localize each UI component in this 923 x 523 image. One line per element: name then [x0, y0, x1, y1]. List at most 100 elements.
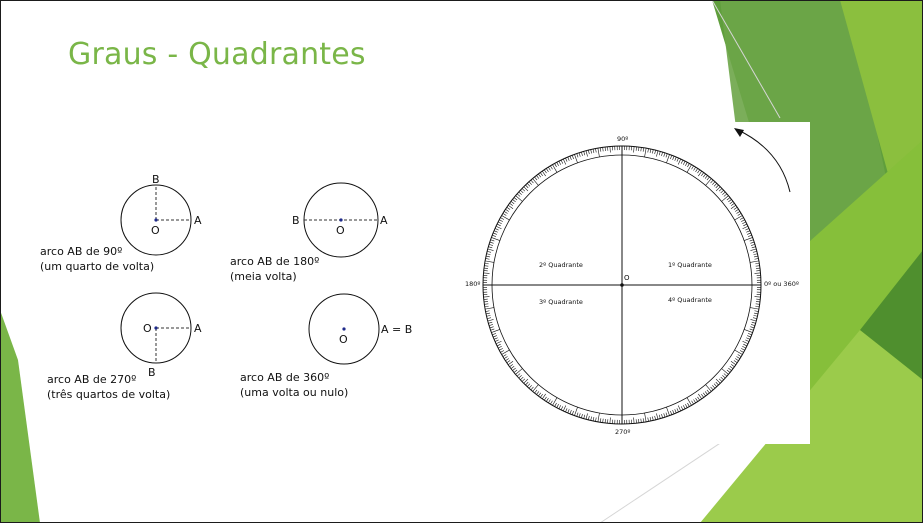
degree-tick: [672, 156, 675, 160]
degree-tick: [583, 151, 586, 156]
degree-tick: [552, 164, 558, 173]
degree-tick: [521, 188, 526, 192]
degree-tick: [730, 361, 737, 365]
degree-tick: [680, 159, 684, 164]
degree-tick: [485, 260, 495, 263]
degree-tick: [739, 217, 744, 220]
point-b-label: B: [292, 214, 300, 227]
degree-tick: [496, 343, 501, 347]
caption-90: arco AB de 90º (um quarto de volta): [40, 244, 154, 274]
degree-tick: [520, 189, 524, 194]
degree-tick: [731, 203, 735, 206]
degree-tick: [649, 148, 652, 154]
degree-tick: [751, 244, 756, 246]
degree-tick: [747, 232, 751, 235]
degree-tick: [647, 148, 649, 153]
degree-tick: [510, 366, 515, 369]
degree-tick: [485, 312, 491, 315]
degree-tick: [640, 147, 642, 152]
degree-tick: [488, 246, 493, 249]
degree-tick: [597, 412, 600, 422]
degree-tick: [654, 150, 656, 155]
degree-tick: [544, 169, 547, 174]
point-o-label: O: [339, 333, 348, 346]
degree-tick: [576, 153, 579, 158]
center-point: [620, 283, 624, 287]
degree-tick: [491, 329, 500, 333]
degree-tick: [733, 207, 738, 210]
caption-line: (meia volta): [230, 270, 297, 283]
degree-tick: [728, 367, 732, 371]
degree-tick: [590, 416, 592, 421]
degree-tick: [505, 358, 509, 361]
degree-tick: [520, 376, 524, 381]
degree-tick: [713, 383, 718, 387]
degree-tick: [680, 406, 684, 411]
degree-tick: [495, 225, 502, 230]
degree-tick: [683, 405, 686, 409]
degree-tick: [526, 383, 531, 387]
degree-tick: [489, 241, 494, 244]
label-270: 270º: [615, 428, 630, 436]
degree-tick: [562, 158, 567, 165]
degree-tick: [571, 155, 574, 160]
degree-tick: [528, 181, 532, 185]
degree-tick: [507, 361, 514, 365]
degree-tick: [542, 393, 546, 400]
degree-tick: [516, 193, 521, 197]
degree-tick: [488, 321, 493, 324]
degree-tick: [746, 337, 751, 340]
degree-tick: [665, 153, 668, 158]
degree-tick: [722, 191, 726, 195]
degree-tick: [556, 404, 559, 408]
degree-tick: [658, 151, 661, 156]
degree-tick: [742, 225, 749, 230]
degree-tick: [488, 324, 493, 326]
degree-tick: [718, 378, 723, 382]
degree-tick: [574, 154, 578, 163]
degree-tick: [733, 360, 738, 363]
label-180: 180º: [465, 280, 480, 288]
degree-tick: [569, 156, 572, 160]
degree-tick: [736, 356, 741, 359]
degree-tick: [515, 368, 523, 375]
degree-tick: [483, 296, 490, 298]
degree-tick: [633, 417, 635, 424]
degree-tick: [644, 412, 647, 422]
degree-tick: [530, 179, 534, 184]
degree-tick: [686, 397, 692, 406]
degree-tick: [534, 176, 538, 181]
degree-tick: [500, 217, 505, 220]
degree-tick: [687, 402, 690, 407]
degree-tick: [710, 179, 714, 184]
degree-tick: [550, 165, 553, 170]
degree-tick: [754, 258, 759, 260]
point-a-label: A: [194, 322, 202, 335]
degree-tick: [518, 191, 522, 195]
example-90: B A O: [120, 173, 202, 256]
degree-tick: [485, 255, 491, 258]
degree-tick: [661, 151, 663, 156]
degree-tick: [578, 152, 581, 157]
degree-tick: [503, 211, 508, 214]
degree-tick: [735, 209, 739, 212]
degree-tick: [546, 168, 549, 172]
degree-tick: [687, 163, 690, 168]
degree-tick: [676, 408, 679, 413]
degree-tick: [548, 399, 551, 404]
degree-tick: [493, 230, 498, 233]
degree-tick: [574, 407, 578, 416]
quadrant-2-label: 2º Quadrante: [539, 261, 583, 269]
degree-tick: [536, 391, 540, 395]
degree-tick: [734, 349, 743, 355]
quadrant-4-label: 4º Quadrante: [668, 296, 712, 304]
degree-tick: [747, 335, 751, 338]
caption-line: arco AB de 360º: [240, 371, 330, 384]
point-b-label: B: [152, 173, 160, 186]
degree-tick: [656, 150, 659, 157]
degree-tick: [744, 329, 753, 333]
point-a-label: A: [194, 214, 202, 227]
degree-tick: [718, 188, 723, 192]
